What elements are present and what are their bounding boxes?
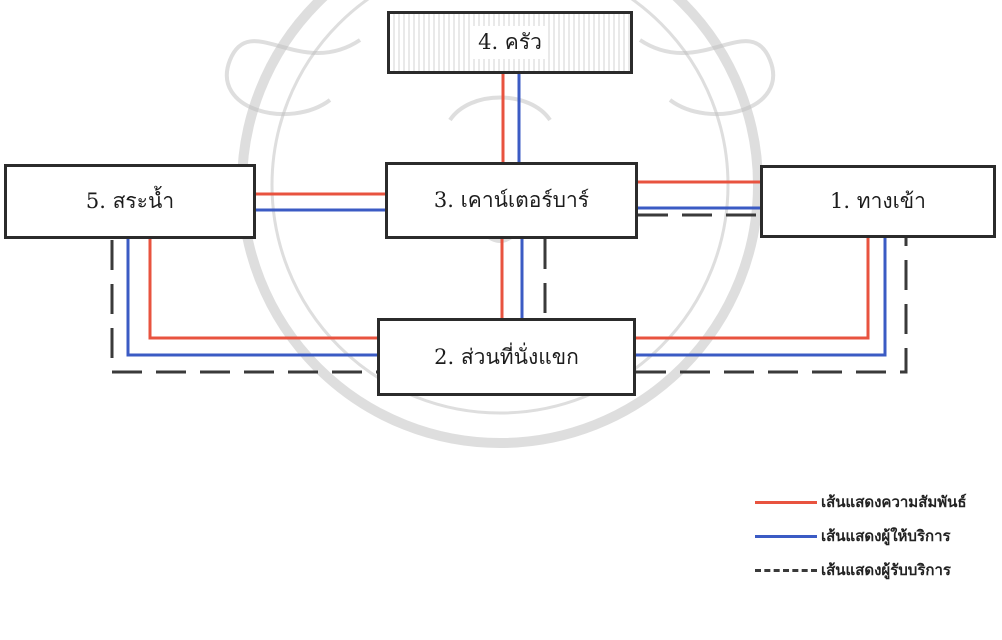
- legend-line-solid-red: [755, 501, 817, 504]
- legend-label-staff: เส้นแสดงผู้ให้บริการ: [821, 527, 951, 545]
- relationship-path-entrance-seating: [636, 238, 870, 340]
- node-bar-counter: 3. เคาน์เตอร์บาร์: [385, 162, 638, 239]
- node-guest-seating-label: 2. ส่วนที่นั่งแขก: [434, 344, 579, 369]
- legend-item-relationship: เส้นแสดงความสัมพันธ์: [755, 488, 995, 516]
- legend-line-dashed-black: [755, 569, 817, 572]
- node-bar-counter-label: 3. เคาน์เตอร์บาร์: [433, 188, 590, 212]
- legend-label-relationship: เส้นแสดงความสัมพันธ์: [821, 493, 967, 511]
- node-entrance-label: 1. ทางเข้า: [830, 189, 926, 213]
- node-entrance: 1. ทางเข้า: [760, 165, 996, 238]
- legend-line-solid-blue: [755, 535, 817, 538]
- legend-item-customer: เส้นแสดงผู้รับบริการ: [755, 556, 995, 584]
- relationship-path-pool-seating: [148, 239, 377, 340]
- legend-label-customer: เส้นแสดงผู้รับบริการ: [821, 561, 951, 579]
- node-pool-label: 5. สระน้ำ: [85, 189, 175, 213]
- customer-path-pool-to-entrance: [110, 238, 908, 374]
- staff-path-pool-seating: [126, 239, 377, 357]
- node-guest-seating: 2. ส่วนที่นั่งแขก: [377, 318, 636, 396]
- staff-path-entrance-seating: [636, 238, 887, 357]
- node-kitchen-label: 4. ครัว: [472, 26, 548, 59]
- customer-path-bar-to-entrance: [543, 213, 760, 318]
- legend: เส้นแสดงความสัมพันธ์ เส้นแสดงผู้ให้บริกา…: [755, 488, 995, 584]
- node-pool: 5. สระน้ำ: [4, 164, 256, 239]
- legend-item-staff: เส้นแสดงผู้ให้บริการ: [755, 522, 995, 550]
- node-kitchen: 4. ครัว: [387, 11, 633, 74]
